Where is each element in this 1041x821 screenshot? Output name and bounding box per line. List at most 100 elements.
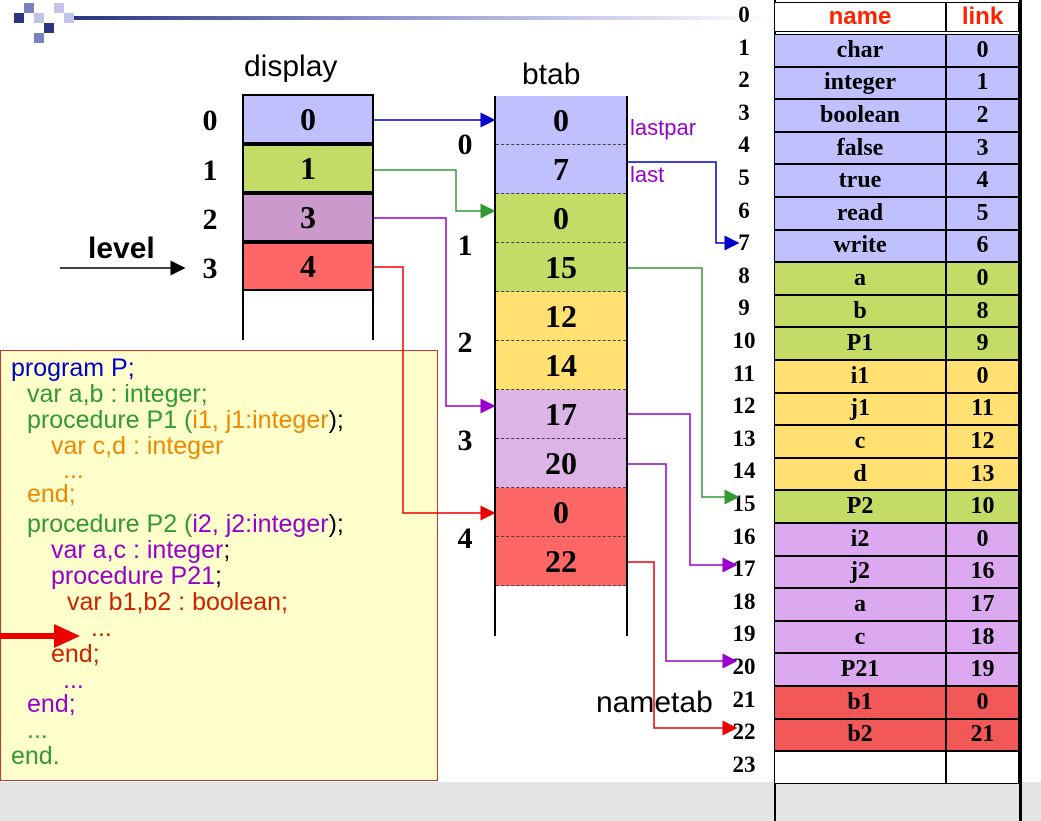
btab-block-index: 4 bbox=[457, 522, 473, 555]
btab-20-arrow bbox=[628, 463, 738, 669]
nametab-row-index: 8 bbox=[738, 262, 750, 288]
code-line: procedure P1 (i1, j1:integer); bbox=[27, 406, 344, 434]
code-line: ... bbox=[63, 666, 84, 694]
nametab-link-cell: 0 bbox=[946, 360, 1019, 393]
nametab-name-cell: a bbox=[774, 588, 946, 621]
btab-cell: 20 bbox=[496, 439, 626, 488]
level-label: level bbox=[88, 232, 155, 265]
code-line: procedure P21; bbox=[51, 562, 222, 590]
btab-cell: 0 bbox=[496, 488, 626, 537]
code-line: program P; bbox=[11, 354, 135, 382]
nametab-empty-cell bbox=[774, 751, 946, 784]
display-index: 2 bbox=[202, 203, 218, 236]
nametab-name-cell: P21 bbox=[774, 653, 946, 686]
nametab-row-index: 4 bbox=[738, 132, 750, 158]
display-index: 0 bbox=[202, 104, 218, 137]
display-index: 3 bbox=[202, 252, 218, 285]
nametab-row-index: 20 bbox=[732, 654, 756, 679]
btab-cell: 15 bbox=[496, 243, 626, 292]
code-line: procedure P2 (i2, j2:integer); bbox=[27, 510, 344, 538]
btab-15-arrow bbox=[628, 267, 740, 505]
nametab-link-cell: 0 bbox=[946, 523, 1019, 556]
nametab-link-cell: 0 bbox=[946, 686, 1019, 719]
source-code-box: program P; var a,b : integer; procedure … bbox=[0, 350, 438, 781]
nametab-link-cell: 18 bbox=[946, 620, 1019, 654]
btab-cell: 17 bbox=[496, 390, 626, 439]
nametab-row-index: 0 bbox=[738, 2, 750, 27]
nametab-name-cell: read bbox=[774, 197, 946, 230]
nametab-row-index: 2 bbox=[738, 67, 750, 93]
code-line: var c,d : integer bbox=[51, 432, 224, 460]
current-position-arrowhead bbox=[54, 624, 80, 648]
nametab-row-index: 10 bbox=[732, 328, 756, 353]
nametab-name-cell: b2 bbox=[774, 718, 946, 752]
nametab-link-cell: 5 bbox=[946, 197, 1019, 230]
nametab-name-cell: j1 bbox=[774, 392, 946, 426]
nametab-link-cell: 17 bbox=[946, 588, 1019, 621]
nametab-link-cell: 0 bbox=[946, 262, 1019, 295]
nametab-link-cell: 1 bbox=[946, 66, 1019, 100]
nametab-name-cell: b1 bbox=[774, 686, 946, 719]
nametab-row-index: 21 bbox=[732, 686, 756, 712]
nametab-row-index: 11 bbox=[733, 360, 755, 386]
display-2-arrow bbox=[374, 217, 496, 414]
nametab-name-cell: i2 bbox=[774, 523, 946, 556]
nametab-row-index: 17 bbox=[732, 556, 756, 582]
btab-cell: 22 bbox=[496, 537, 626, 586]
display-cell: 4 bbox=[242, 242, 374, 291]
nametab-row-index: 12 bbox=[732, 393, 756, 419]
nametab-name-cell: false bbox=[774, 131, 946, 165]
nametab-name-cell: d bbox=[774, 457, 946, 491]
nametab-link-cell: 0 bbox=[946, 34, 1019, 67]
nametab-row-index: 7 bbox=[738, 230, 750, 256]
slide-footer-band bbox=[0, 782, 1041, 821]
code-line: ... bbox=[91, 614, 112, 642]
nametab-name-cell: j2 bbox=[774, 555, 946, 589]
nametab-name-cell: write bbox=[774, 229, 946, 263]
nametab-row-index: 16 bbox=[732, 523, 756, 549]
nametab-name-cell: P1 bbox=[774, 327, 946, 360]
nametab-link-cell: 3 bbox=[946, 131, 1019, 165]
btab-block-index: 3 bbox=[457, 424, 473, 457]
display-1-arrow bbox=[374, 169, 496, 219]
nametab-name-cell: char bbox=[774, 34, 946, 67]
btab-block-index: 2 bbox=[457, 326, 473, 359]
nametab-name-cell: boolean bbox=[774, 99, 946, 132]
nametab-name-cell: true bbox=[774, 164, 946, 197]
nametab-link-cell: 19 bbox=[946, 653, 1019, 686]
nametab-row-index: 13 bbox=[732, 425, 756, 451]
nametab-row-index: 23 bbox=[732, 751, 756, 777]
code-line: end; bbox=[27, 480, 76, 508]
nametab-link-cell: 2 bbox=[946, 99, 1019, 132]
btab-17-arrow bbox=[628, 413, 738, 573]
nametab-row-index: 9 bbox=[738, 295, 750, 321]
code-line: var a,b : integer; bbox=[27, 380, 208, 408]
display-index: 1 bbox=[202, 154, 218, 187]
btab-label: btab bbox=[522, 58, 581, 91]
btab-block-index: 0 bbox=[457, 128, 473, 161]
nametab-name-cell: integer bbox=[774, 66, 946, 100]
btab-block-index: 1 bbox=[457, 229, 473, 262]
nametab-empty-cell bbox=[946, 751, 1019, 784]
slide-logo-icon bbox=[0, 0, 90, 50]
nametab-link-cell: 11 bbox=[946, 392, 1019, 426]
btab-last-arrow bbox=[628, 161, 740, 251]
display-cell: 3 bbox=[242, 193, 374, 242]
lastpar-label: lastpar bbox=[630, 115, 697, 140]
nametab-link-cell: 16 bbox=[946, 555, 1019, 589]
btab-cell: 12 bbox=[496, 292, 626, 341]
nametab-header-name: name bbox=[774, 2, 946, 32]
nametab-link-cell: 10 bbox=[946, 490, 1019, 523]
slide-title-bar bbox=[74, 16, 774, 20]
nametab-name-cell: a bbox=[774, 262, 946, 295]
last-label: last bbox=[630, 162, 665, 187]
btab-cell: 0 bbox=[496, 96, 626, 145]
code-line: ... bbox=[63, 456, 84, 484]
display-label: display bbox=[244, 50, 338, 83]
btab-cell: 14 bbox=[496, 341, 626, 390]
code-line: ... bbox=[27, 716, 48, 744]
btab-22-arrow bbox=[628, 561, 738, 736]
code-line: var a,c : integer; bbox=[51, 536, 231, 564]
code-line: end; bbox=[27, 690, 76, 718]
nametab-link-cell: 6 bbox=[946, 229, 1019, 263]
